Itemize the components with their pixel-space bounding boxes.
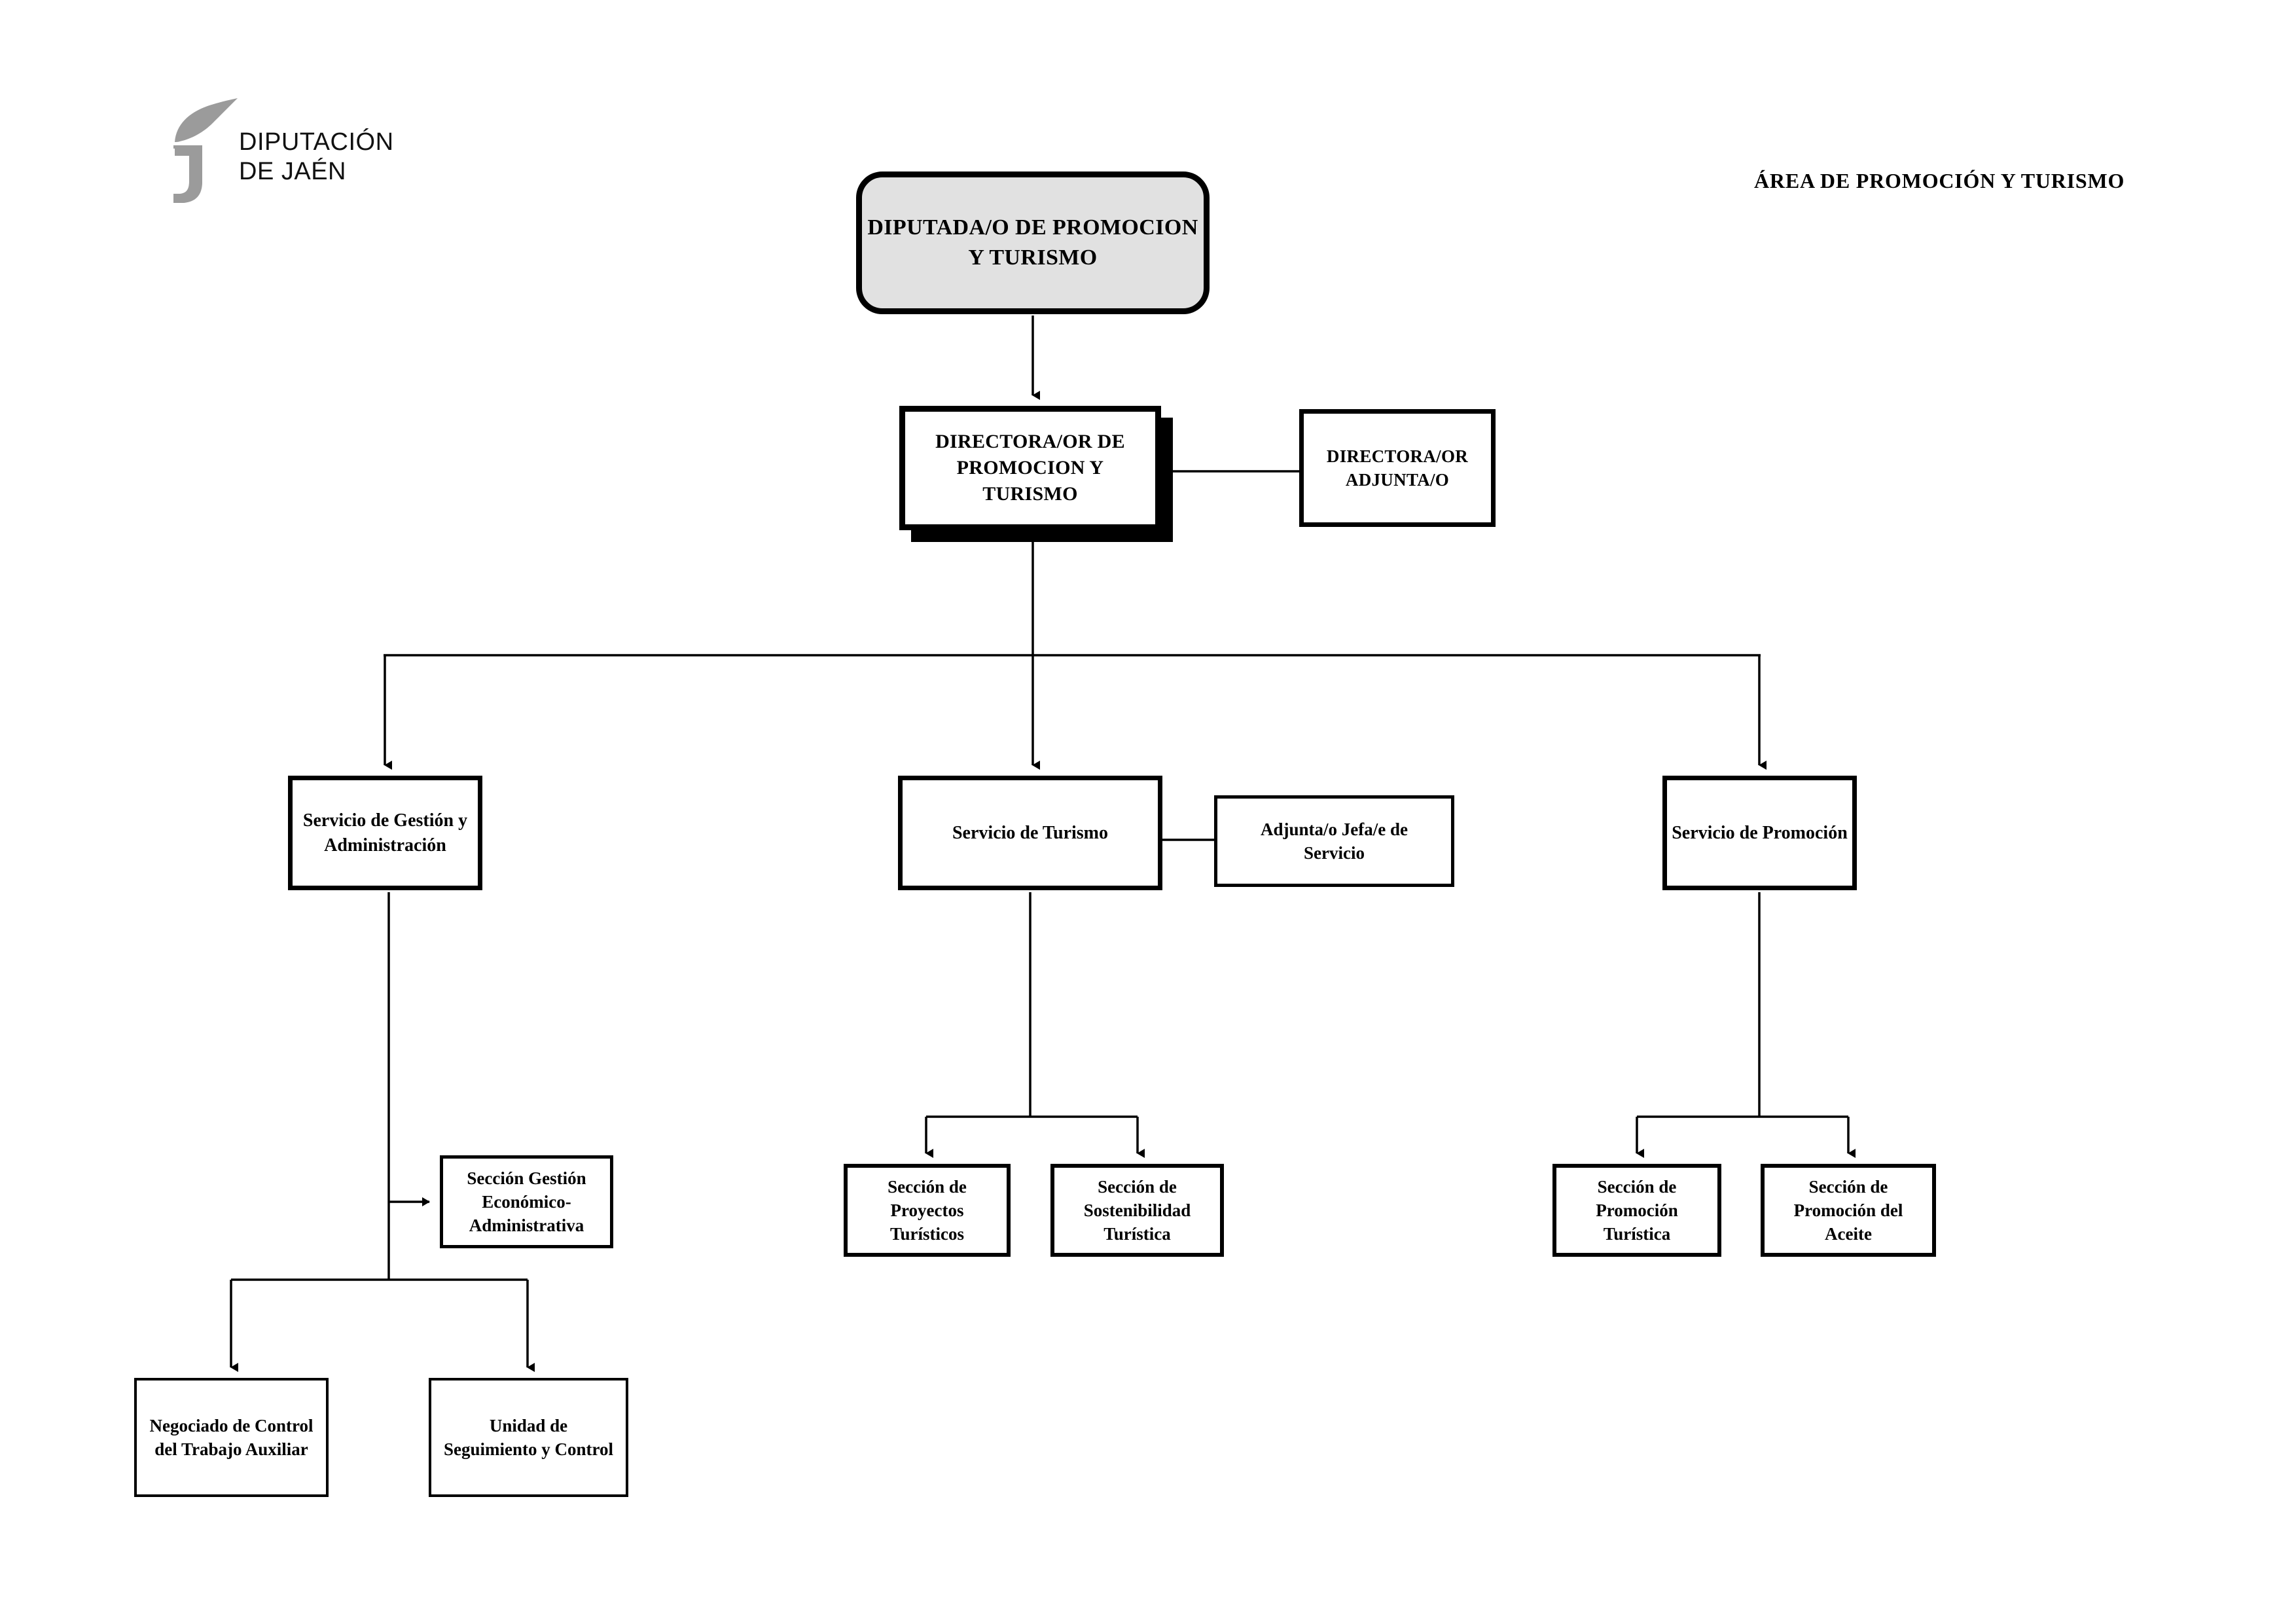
node-label: Sección de Proyectos Turísticos (888, 1176, 967, 1244)
node-label: DIPUTADA/O DE PROMOCION Y TURISMO (867, 215, 1198, 270)
node-label: Sección Gestión Económico- Administrativ… (467, 1168, 586, 1236)
node-label: Unidad de Seguimiento y Control (443, 1415, 613, 1459)
node-seccion-promocion-aceite[interactable]: Sección de Promoción del Aceite (1761, 1164, 1936, 1257)
node-seccion-proyectos-turisticos[interactable]: Sección de Proyectos Turísticos (844, 1164, 1011, 1257)
node-directora-promocion-turismo[interactable]: DIRECTORA/OR DE PROMOCION Y TURISMO (899, 406, 1161, 530)
node-negociado-control-trabajo-auxiliar[interactable]: Negociado de Control del Trabajo Auxilia… (134, 1378, 329, 1497)
diputacion-de-jaen-logo: DIPUTACIÓN DE JAÉN (160, 98, 409, 203)
page-title: ÁREA DE PROMOCIÓN Y TURISMO (1754, 169, 2125, 192)
node-servicio-turismo[interactable]: Servicio de Turismo (898, 776, 1162, 890)
node-directora-adjunta[interactable]: DIRECTORA/OR ADJUNTA/O (1299, 409, 1496, 527)
node-servicio-promocion[interactable]: Servicio de Promoción (1662, 776, 1857, 890)
node-seccion-sostenibilidad-turistica[interactable]: Sección de Sostenibilidad Turística (1050, 1164, 1224, 1257)
node-diputada-promocion-turismo[interactable]: DIPUTADA/O DE PROMOCION Y TURISMO (856, 171, 1210, 314)
node-label: Servicio de Turismo (952, 822, 1108, 843)
node-servicio-gestion-administracion[interactable]: Servicio de Gestión y Administración (288, 776, 482, 890)
logo-mark-icon (173, 98, 238, 203)
node-seccion-gestion-economico-administrativa[interactable]: Sección Gestión Económico- Administrativ… (440, 1155, 613, 1248)
node-label: Servicio de Gestión y Administración (302, 810, 468, 856)
node-label: Sección de Promoción Turística (1596, 1176, 1678, 1244)
node-label: Sección de Promoción del Aceite (1793, 1176, 1903, 1244)
node-label: Sección de Sostenibilidad Turística (1083, 1176, 1191, 1244)
node-label: Adjunta/o Jefa/e de Servicio (1261, 819, 1408, 863)
node-label: Servicio de Promoción (1672, 822, 1848, 843)
node-adjunta-jefa-servicio[interactable]: Adjunta/o Jefa/e de Servicio (1214, 795, 1454, 887)
node-unidad-seguimiento-control[interactable]: Unidad de Seguimiento y Control (429, 1378, 628, 1497)
node-label: DIRECTORA/OR ADJUNTA/O (1326, 446, 1469, 490)
node-label: DIRECTORA/OR DE PROMOCION Y TURISMO (935, 430, 1125, 505)
node-seccion-promocion-turistica[interactable]: Sección de Promoción Turística (1552, 1164, 1721, 1257)
logo-wordmark: DIPUTACIÓN DE JAÉN (239, 128, 394, 185)
node-label: Negociado de Control del Trabajo Auxilia… (149, 1415, 314, 1459)
